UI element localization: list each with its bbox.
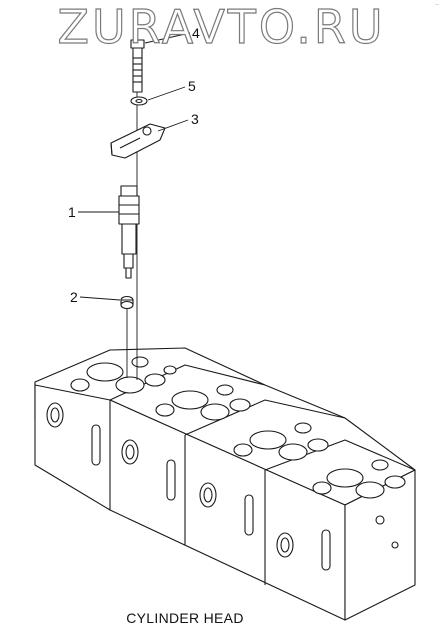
- callout-2: 2: [70, 289, 78, 305]
- clamp: [110, 123, 166, 159]
- injector: [118, 185, 140, 279]
- leader-lines: [78, 32, 191, 301]
- diagram-caption: CYLINDER HEAD: [126, 610, 244, 626]
- callout-5: 5: [188, 78, 196, 94]
- cylinder-head: [34, 347, 416, 621]
- seal-washer: [120, 295, 134, 310]
- watermark: ZURAVTO.RU: [57, 0, 386, 54]
- corner-mark: ⁻: [435, 2, 439, 10]
- callout-3: 3: [191, 111, 199, 127]
- callout-1: 1: [68, 204, 76, 220]
- bolt: [130, 39, 145, 93]
- washer: [130, 96, 148, 106]
- callout-4: 4: [192, 25, 200, 41]
